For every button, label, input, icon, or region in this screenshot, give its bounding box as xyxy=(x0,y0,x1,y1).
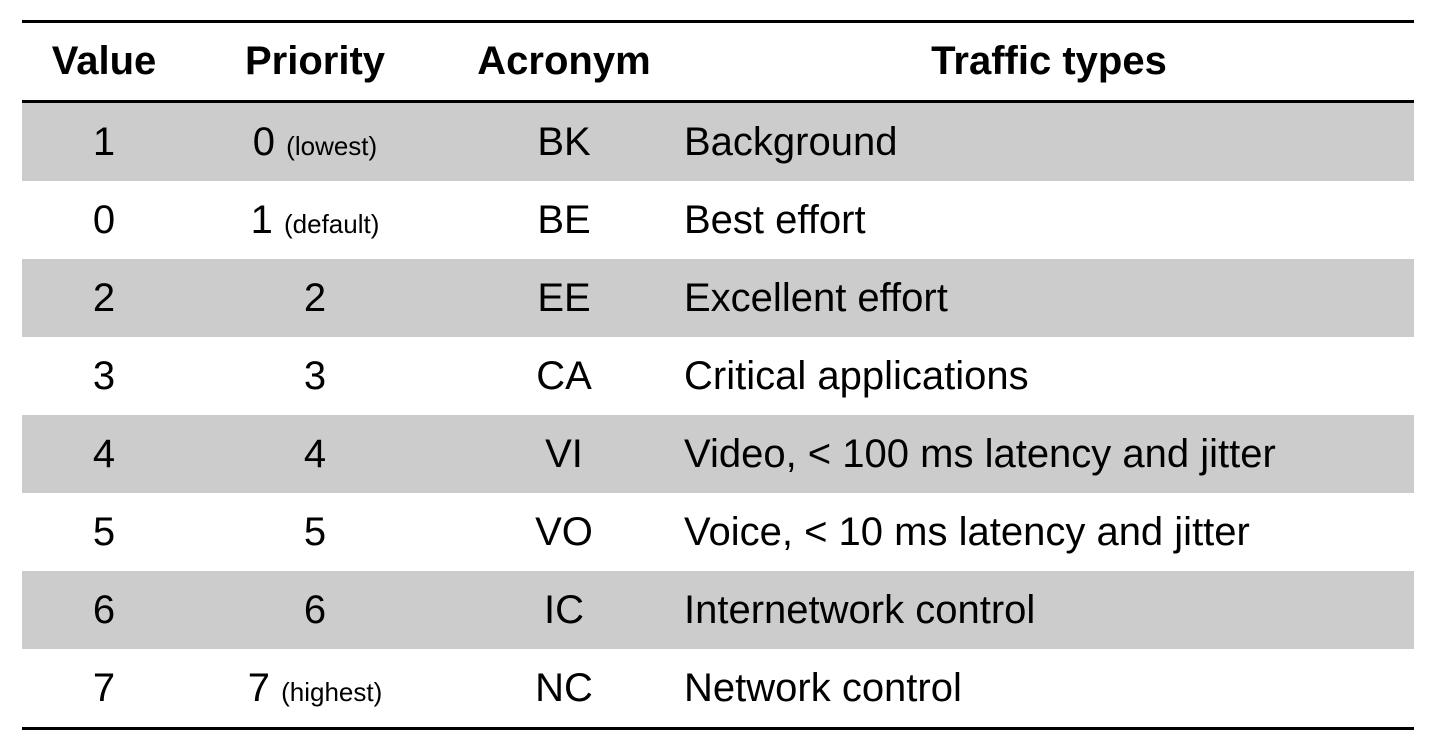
cell-traffic-type: Video, < 100 ms latency and jitter xyxy=(684,431,1276,476)
header-value: Value xyxy=(51,39,157,83)
priority-note: (lowest) xyxy=(286,130,378,161)
cell-value: 0 xyxy=(92,197,116,242)
cell-value: 5 xyxy=(92,509,116,554)
cell-traffic-type: Network control xyxy=(684,665,962,710)
table-row: 7 7 (highest) NC Network control xyxy=(22,649,1414,727)
cell-value: 7 xyxy=(92,665,116,710)
cell-priority: 2 xyxy=(186,276,444,321)
priority-note: (highest) xyxy=(281,676,383,707)
priority-number: 2 xyxy=(303,275,327,320)
priority-number: 6 xyxy=(303,587,327,632)
cell-acronym: VI xyxy=(545,431,583,476)
cell-acronym: CA xyxy=(536,353,592,398)
cell-acronym: BK xyxy=(537,119,591,164)
table-row: 0 1 (default) BE Best effort xyxy=(22,181,1414,259)
cell-priority: 5 xyxy=(186,510,444,555)
cell-traffic-type: Background xyxy=(684,119,898,164)
cell-value: 3 xyxy=(92,353,116,398)
priority-number: 7 xyxy=(247,665,270,710)
cell-traffic-type: Voice, < 10 ms latency and jitter xyxy=(684,509,1250,554)
priority-number: 4 xyxy=(303,431,327,476)
cell-priority: 6 xyxy=(186,588,444,633)
cell-acronym: IC xyxy=(544,587,584,632)
cell-priority: 7 (highest) xyxy=(186,666,444,711)
cell-priority: 3 xyxy=(186,354,444,399)
cell-priority: 0 (lowest) xyxy=(186,120,444,165)
priority-note: (default) xyxy=(283,208,380,239)
header-priority: Priority xyxy=(244,39,386,83)
priority-number: 5 xyxy=(303,509,327,554)
cell-value: 4 xyxy=(92,431,116,476)
table-row: 6 6 IC Internetwork control xyxy=(22,571,1414,649)
cell-acronym: EE xyxy=(537,275,591,320)
cell-acronym: BE xyxy=(537,197,591,242)
cell-value: 1 xyxy=(92,119,116,164)
table-row: 3 3 CA Critical applications xyxy=(22,337,1414,415)
cell-acronym: NC xyxy=(535,665,593,710)
table-row: 2 2 EE Excellent effort xyxy=(22,259,1414,337)
priority-number: 3 xyxy=(303,353,327,398)
cell-traffic-type: Internetwork control xyxy=(684,587,1036,632)
table-row: 1 0 (lowest) BK Background xyxy=(22,103,1414,181)
cell-priority: 1 (default) xyxy=(186,198,444,243)
cell-priority: 4 xyxy=(186,432,444,477)
header-acronym: Acronym xyxy=(477,39,651,83)
priority-table: Value Priority Acronym Traffic types 1 0… xyxy=(22,20,1414,730)
table-row: 5 5 VO Voice, < 10 ms latency and jitter xyxy=(22,493,1414,571)
cell-value: 2 xyxy=(92,275,116,320)
table-header-row: Value Priority Acronym Traffic types xyxy=(22,23,1414,103)
priority-number: 1 xyxy=(250,197,273,242)
cell-value: 6 xyxy=(92,587,116,632)
cell-traffic-type: Best effort xyxy=(684,197,866,242)
cell-acronym: VO xyxy=(535,509,593,554)
table-row: 4 4 VI Video, < 100 ms latency and jitte… xyxy=(22,415,1414,493)
priority-number: 0 xyxy=(252,119,276,164)
cell-traffic-type: Excellent effort xyxy=(684,275,948,320)
cell-traffic-type: Critical applications xyxy=(684,353,1029,398)
header-traffic-types: Traffic types xyxy=(931,39,1167,83)
